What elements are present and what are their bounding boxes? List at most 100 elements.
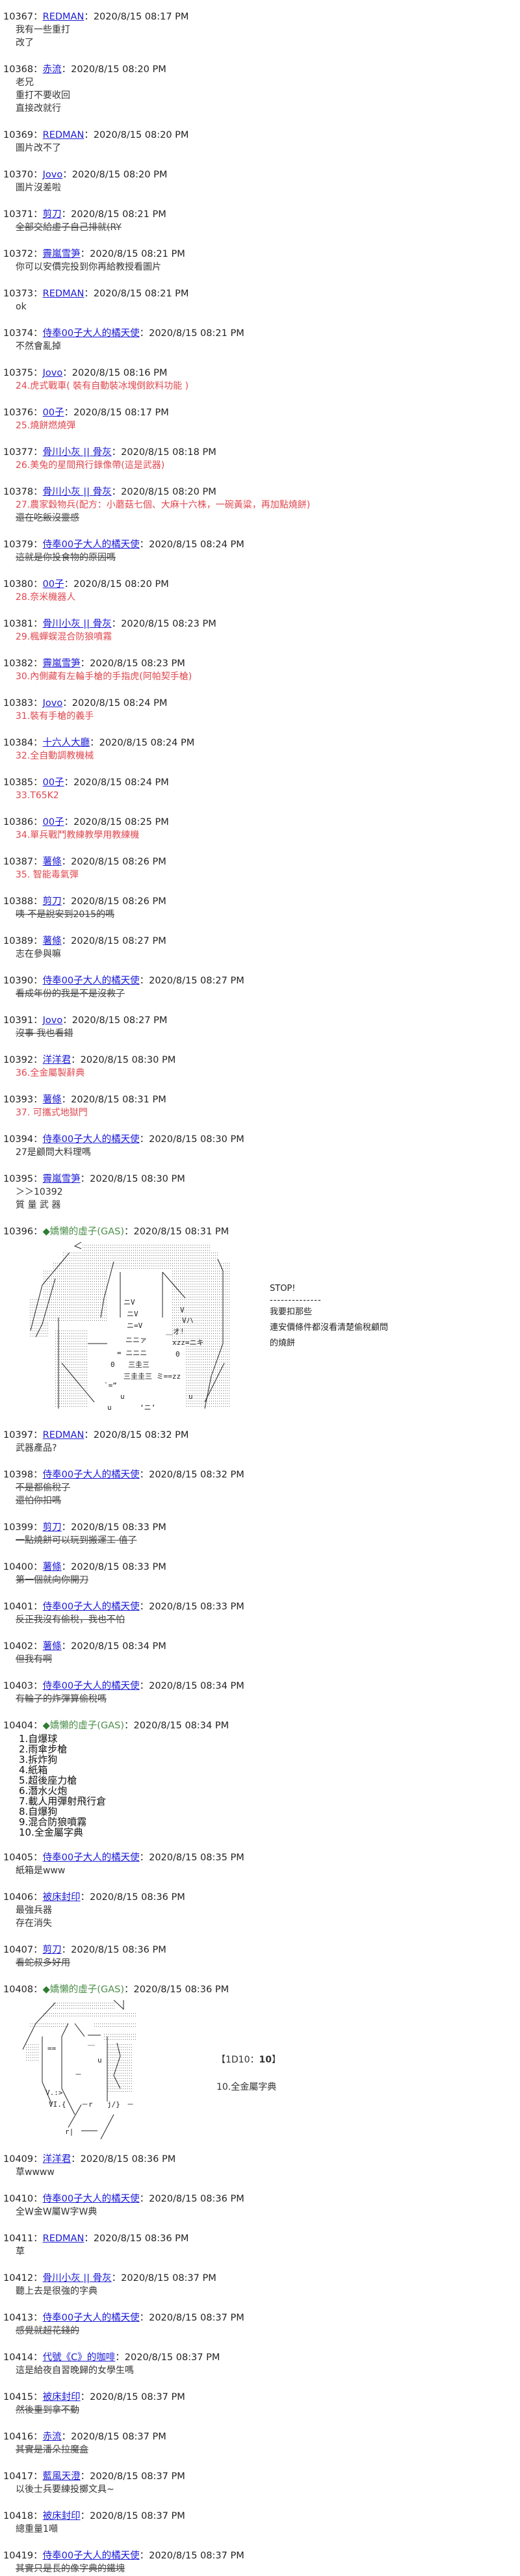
body-line: 我有一些重打 xyxy=(16,25,70,35)
author-link[interactable]: 被床封印 xyxy=(42,1892,81,1903)
author-link[interactable]: 00子 xyxy=(42,777,64,788)
author-link[interactable]: 被床封印 xyxy=(42,2511,81,2521)
post-body: 37. 可攜式地獄門 xyxy=(3,1106,520,1119)
separator: ： xyxy=(33,976,43,986)
post-body: 28.奈米機器人 xyxy=(3,591,520,604)
author-link[interactable]: 侍奉00子大人的橘天使 xyxy=(42,2551,140,2561)
author-link[interactable]: 00子 xyxy=(42,408,64,418)
author-link[interactable]: 藍風天澄 xyxy=(42,2471,81,2482)
ascii-art-character-icon: ニV ニV ニ=V ニニァ V Vハ ＿オ! xzz=ニキ = ニニニ 三圭三 … xyxy=(29,1242,231,1412)
post-number: 10412 xyxy=(3,2273,34,2283)
separator: ： xyxy=(33,2551,43,2561)
author-link[interactable]: 代號《C》的咖啡 xyxy=(42,2352,116,2363)
author-link[interactable]: 骨川小灰 || 骨灰 xyxy=(42,2273,112,2283)
author-link[interactable]: 侍奉00子大人的橘天使 xyxy=(42,540,140,550)
author-link[interactable]: 00子 xyxy=(42,817,64,827)
author-link[interactable]: 洋洋君 xyxy=(42,1055,72,1065)
post-header: 10369：REDMAN：2020/8/15 08:20 PM xyxy=(3,129,520,142)
separator: ： xyxy=(80,2471,90,2482)
author-link[interactable]: Jovo xyxy=(42,698,63,709)
post-time: 2020/8/15 08:37 PM xyxy=(124,2352,220,2363)
post-time: 2020/8/15 08:20 PM xyxy=(72,170,168,180)
separator: ： xyxy=(61,1641,72,1652)
post-body: 29.楓蟬蜈混合防狼噴霧 xyxy=(3,631,520,644)
post-body: 圖片沒差啦 xyxy=(3,181,520,194)
author-link[interactable]: REDMAN xyxy=(42,289,84,299)
author-link[interactable]: 剪刀 xyxy=(42,1522,62,1533)
separator: ： xyxy=(33,2273,43,2283)
author-link[interactable]: 侍奉00子大人的橘天使 xyxy=(42,1134,140,1145)
post-body: 不然會亂掉 xyxy=(3,340,520,353)
body-line: 這是給夜自習晚歸的女學生嗎 xyxy=(16,2365,134,2376)
body-line: ok xyxy=(16,302,27,312)
body-line: 存在消失 xyxy=(16,1918,52,1929)
body-line: 最強兵器 xyxy=(16,1905,52,1916)
author-link[interactable]: REDMAN xyxy=(42,1430,84,1440)
author-link[interactable]: 剪刀 xyxy=(42,896,62,907)
author-link[interactable]: 侍奉00子大人的橘天使 xyxy=(42,1681,140,1691)
author-link[interactable]: REDMAN xyxy=(42,130,84,140)
author-link[interactable]: 骨川小灰 || 骨灰 xyxy=(42,487,112,497)
weapon-list-item: 6.潛水火炮 xyxy=(19,1785,68,1797)
post-number: 10402 xyxy=(3,1641,34,1652)
author-link[interactable]: 赤流 xyxy=(42,64,62,75)
separator: ： xyxy=(33,817,43,827)
post-header: 10404：◆嬌懶的虛子(GAS)：2020/8/15 08:34 PM xyxy=(3,1719,520,1732)
post-header: 10388：剪刀：2020/8/15 08:26 PM xyxy=(3,895,520,908)
gm-author-name: ◆嬌懶的虛子(GAS) xyxy=(42,1721,124,1731)
author-link[interactable]: 霽嵐雪笋 xyxy=(42,658,81,669)
author-link[interactable]: 骨川小灰 || 骨灰 xyxy=(42,619,112,629)
separator: ： xyxy=(33,249,43,259)
body-line: 改了 xyxy=(16,38,34,48)
author-link[interactable]: 侍奉00子大人的橘天使 xyxy=(42,328,140,339)
author-link[interactable]: 薯條 xyxy=(42,1562,62,1572)
author-link[interactable]: 侍奉00子大人的橘天使 xyxy=(42,1602,140,1612)
post-number: 10381 xyxy=(3,619,34,629)
post-body: 32.全自動調教機械 xyxy=(3,749,520,762)
post-time: 2020/8/15 08:24 PM xyxy=(73,777,169,788)
author-link[interactable]: 薯條 xyxy=(42,936,62,946)
author-link[interactable]: 侍奉00子大人的橘天使 xyxy=(42,1470,140,1480)
author-link[interactable]: 侍奉00子大人的橘天使 xyxy=(42,1853,140,1863)
post-header: 10372：霽嵐雪笋：2020/8/15 08:21 PM xyxy=(3,248,520,261)
author-link[interactable]: Jovo xyxy=(42,368,63,378)
author-link[interactable]: 00子 xyxy=(42,579,64,590)
post-number: 10401 xyxy=(3,1602,34,1612)
post-header: 10383：Jovo：2020/8/15 08:24 PM xyxy=(3,697,520,710)
author-link[interactable]: 侍奉00子大人的橘天使 xyxy=(42,2313,140,2323)
post-body: 最強兵器存在消失 xyxy=(3,1904,520,1930)
post-header: 10405：侍奉00子大人的橘天使：2020/8/15 08:35 PM xyxy=(3,1851,520,1864)
author-link[interactable]: 薯條 xyxy=(42,1641,62,1652)
author-link[interactable]: 薯條 xyxy=(42,1095,62,1105)
post-body: 24.虎式戰車( 裝有自動裝冰塊倒飲料功能 ) xyxy=(3,380,520,393)
author-link[interactable]: 赤流 xyxy=(42,2432,62,2442)
author-link[interactable]: 骨川小灰 || 骨灰 xyxy=(42,447,112,458)
author-link[interactable]: 侍奉00子大人的橘天使 xyxy=(42,976,140,986)
author-link[interactable]: 剪刀 xyxy=(42,209,62,220)
post-time: 2020/8/15 08:37 PM xyxy=(90,2471,185,2482)
author-link[interactable]: 侍奉00子大人的橘天使 xyxy=(42,2194,140,2204)
author-link[interactable]: 十六人大廳 xyxy=(42,738,90,748)
separator: ： xyxy=(61,64,72,75)
author-link[interactable]: REDMAN xyxy=(42,12,84,22)
separator: ： xyxy=(111,487,122,497)
author-link[interactable]: 霽嵐雪笋 xyxy=(42,249,81,259)
author-link[interactable]: REDMAN xyxy=(42,2233,84,2244)
author-link[interactable]: Jovo xyxy=(42,1015,63,1026)
author-link[interactable]: 霽嵐雪笋 xyxy=(42,1174,81,1184)
author-link[interactable]: 薯條 xyxy=(42,857,62,867)
body-line: 以後士兵要練投擲文具~ xyxy=(16,2484,114,2495)
author-link[interactable]: 被床封印 xyxy=(42,2392,81,2402)
author-link[interactable]: 洋洋君 xyxy=(42,2154,72,2165)
author-link[interactable]: Jovo xyxy=(42,170,63,180)
post-body: 這就是你投食物的原因嗎 xyxy=(3,551,520,564)
separator: ： xyxy=(80,1892,90,1903)
separator: ： xyxy=(80,249,90,259)
author-link[interactable]: 剪刀 xyxy=(42,1945,62,1955)
